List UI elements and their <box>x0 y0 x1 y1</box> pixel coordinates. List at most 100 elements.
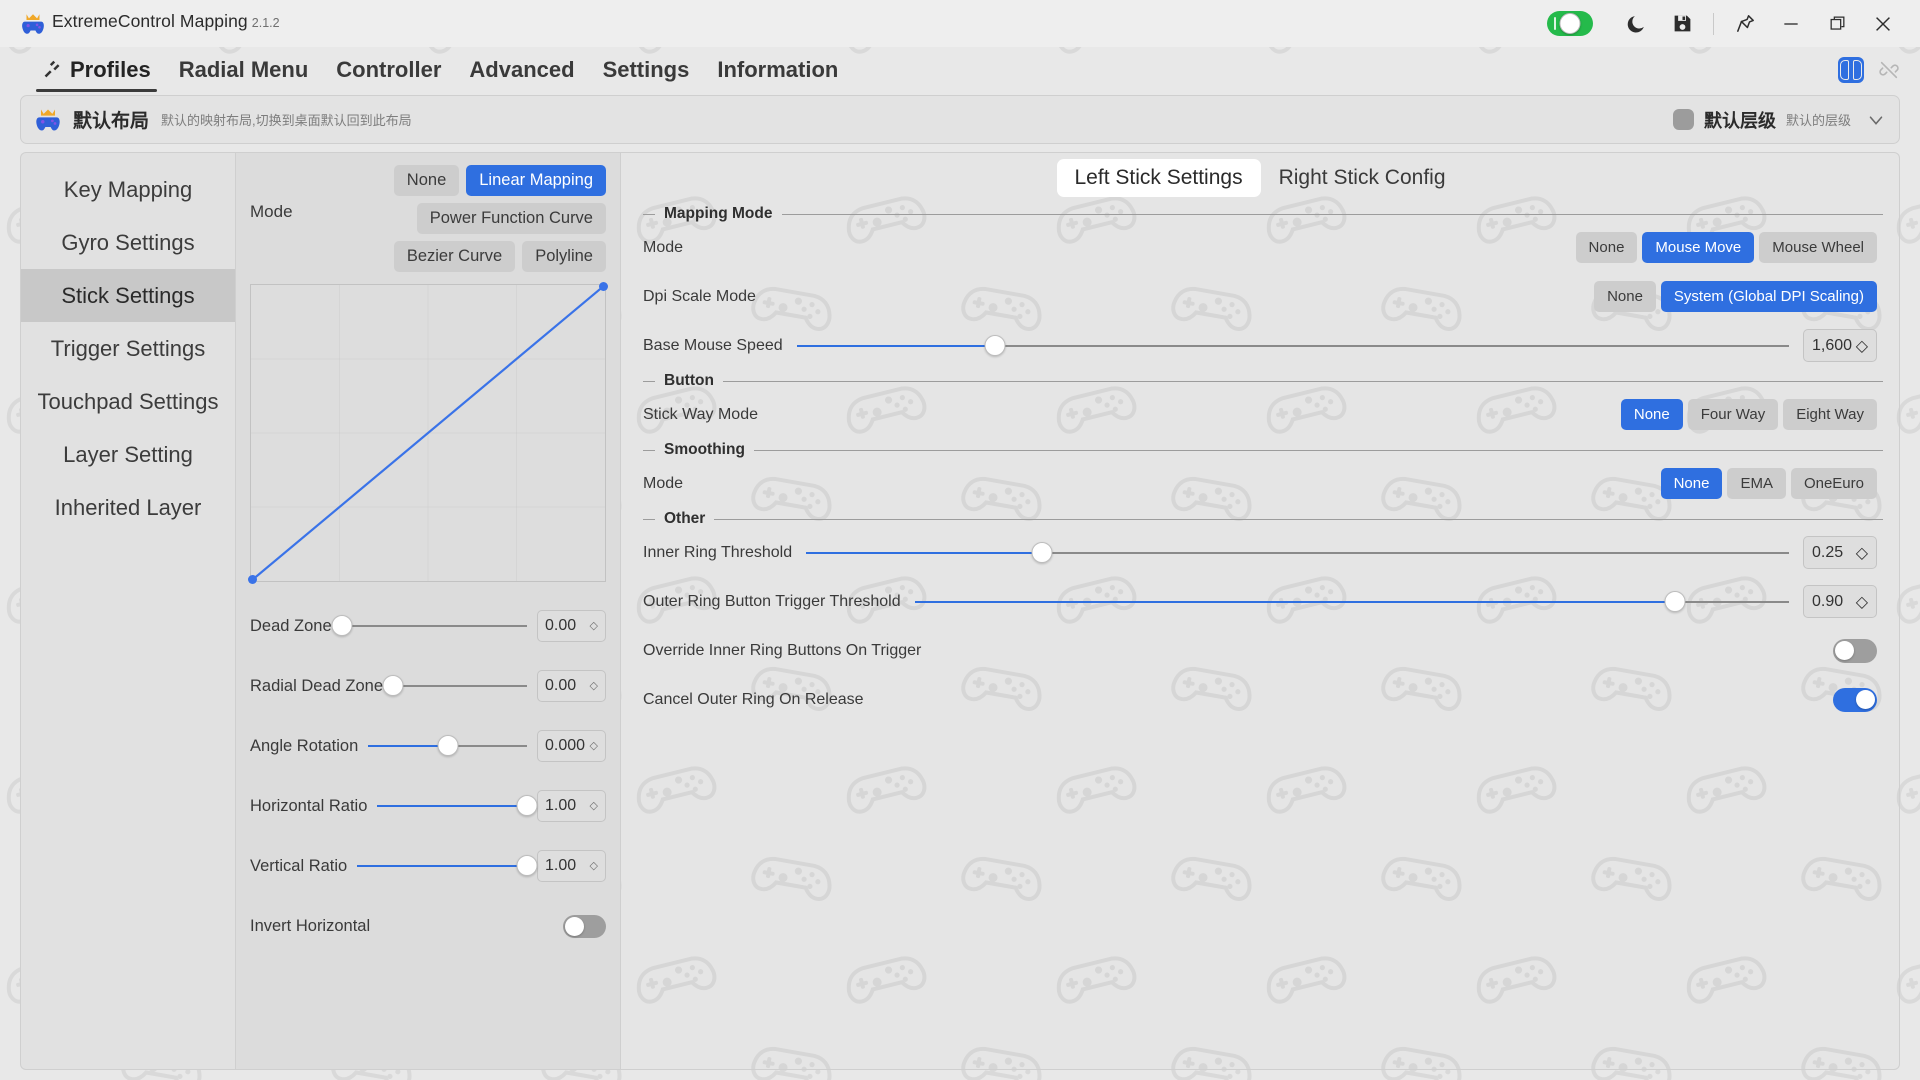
nav-item-settings[interactable]: Settings <box>589 47 704 92</box>
stepper-icon[interactable]: ◇ <box>589 679 598 692</box>
dead-zone-value[interactable]: 0.00 ◇ <box>537 610 606 642</box>
title-bar: ExtremeControl Mapping 2.1.2 <box>0 0 1920 47</box>
tab-right-stick-config[interactable]: Right Stick Config <box>1278 166 1446 189</box>
smoothing-mode-oneeuro[interactable]: OneEuro <box>1790 468 1877 499</box>
curve-mode-bezier-curve[interactable]: Bezier Curve <box>393 241 516 272</box>
curve-mode-power-function-curve[interactable]: Power Function Curve <box>416 203 606 234</box>
dead-zone-slider[interactable] <box>331 615 527 637</box>
field-label: Mode <box>643 238 684 256</box>
close-button[interactable] <box>1860 4 1906 44</box>
sidebar-item-key-mapping[interactable]: Key Mapping <box>21 163 235 216</box>
stepper-icon[interactable]: ◇ <box>589 739 598 752</box>
stick-way-mode-four-way[interactable]: Four Way <box>1687 399 1779 430</box>
sidebar-item-trigger-settings[interactable]: Trigger Settings <box>21 322 235 375</box>
invert-horizontal-toggle[interactable] <box>563 914 606 938</box>
stick-way-mode-segmented: None Four Way Eight Way <box>1620 399 1877 430</box>
curve-mode-none[interactable]: None <box>393 165 460 196</box>
horizontal-ratio-slider[interactable] <box>377 795 538 817</box>
enable-mapping-toggle[interactable] <box>1547 11 1593 36</box>
numeric-value: 0.00 <box>545 617 577 634</box>
radial-dead-zone-slider[interactable] <box>382 675 527 697</box>
smoothing-mode-segmented: None EMA OneEuro <box>1660 468 1877 499</box>
link-off-icon[interactable] <box>1878 59 1900 81</box>
radial-dead-zone-value[interactable]: 0.00 ◇ <box>537 670 606 702</box>
sidebar-item-touchpad-settings[interactable]: Touchpad Settings <box>21 375 235 428</box>
curve-mode-polyline[interactable]: Polyline <box>522 241 606 272</box>
slider-label: Invert Horizontal <box>250 916 371 935</box>
slider-label: Angle Rotation <box>250 736 359 755</box>
switch-controller-icon[interactable] <box>1838 56 1864 83</box>
outer-ring-threshold-slider[interactable] <box>914 590 1789 613</box>
section-legend-other: Other <box>637 510 1883 528</box>
smoothing-mode-ema[interactable]: EMA <box>1727 468 1786 499</box>
profile-title: 默认布局 <box>73 111 150 132</box>
stick-way-mode-eight-way[interactable]: Eight Way <box>1783 399 1877 430</box>
sidebar-item-layer-setting[interactable]: Layer Setting <box>21 428 235 481</box>
mapping-mode-mouse-wheel[interactable]: Mouse Wheel <box>1759 232 1877 263</box>
stepper-icon[interactable]: ◇ <box>1855 337 1868 355</box>
curve-endpoint-start[interactable] <box>248 575 257 584</box>
sidebar-item-inherited-layer[interactable]: Inherited Layer <box>21 481 235 534</box>
pin-window-button[interactable] <box>1722 4 1768 44</box>
angle-rotation-value[interactable]: 0.000 ◇ <box>537 730 606 762</box>
theme-toggle-button[interactable] <box>1613 4 1659 44</box>
legend-text: Smoothing <box>664 441 745 458</box>
stepper-icon[interactable]: ◇ <box>589 799 598 812</box>
outer-ring-threshold-value[interactable]: 0.90 ◇ <box>1803 585 1877 618</box>
nav-item-advanced[interactable]: Advanced <box>455 47 588 92</box>
smoothing-mode-none[interactable]: None <box>1660 468 1723 499</box>
sidebar-label: Layer Setting <box>63 441 193 467</box>
stick-way-mode-none[interactable]: None <box>1620 399 1683 430</box>
nav-item-radial-menu[interactable]: Radial Menu <box>165 47 323 92</box>
base-mouse-speed-slider[interactable] <box>796 334 1789 357</box>
nav-item-information[interactable]: Information <box>703 47 852 92</box>
tab-left-stick-settings[interactable]: Left Stick Settings <box>1056 159 1261 197</box>
response-curve-graph[interactable] <box>248 282 608 584</box>
inner-ring-threshold-slider[interactable] <box>806 541 1789 564</box>
vertical-ratio-slider[interactable] <box>357 855 538 877</box>
stepper-icon[interactable]: ◇ <box>1855 544 1868 562</box>
main-nav: Profiles Radial Menu Controller Advanced… <box>0 47 1920 92</box>
base-mouse-speed-value[interactable]: 1,600 ◇ <box>1803 329 1877 362</box>
maximize-button[interactable] <box>1814 4 1860 44</box>
nav-item-profiles[interactable]: Profiles <box>28 47 165 92</box>
mapping-mode-none[interactable]: None <box>1575 232 1638 263</box>
field-label: Outer Ring Button Trigger Threshold <box>643 592 901 610</box>
row-mapping-mode: Mode None Mouse Move Mouse Wheel <box>637 223 1883 272</box>
sidebar-item-stick-settings[interactable]: Stick Settings <box>21 269 235 322</box>
minimize-button[interactable] <box>1768 4 1814 44</box>
cancel-outer-ring-toggle[interactable] <box>1833 687 1877 712</box>
stick-settings-panel: Left Stick Settings Right Stick Config M… <box>621 152 1900 1070</box>
override-inner-ring-toggle[interactable] <box>1833 638 1877 663</box>
inner-ring-threshold-value[interactable]: 0.25 ◇ <box>1803 536 1877 569</box>
dpi-scale-mode-system[interactable]: System (Global DPI Scaling) <box>1660 281 1877 312</box>
sidebar-item-gyro-settings[interactable]: Gyro Settings <box>21 216 235 269</box>
curve-mode-linear-mapping[interactable]: Linear Mapping <box>466 165 606 196</box>
nav-label-information: Information <box>717 56 839 82</box>
nav-label-advanced: Advanced <box>469 56 575 82</box>
layer-title: 默认层级 <box>1703 110 1776 131</box>
curve-slider-list: Dead Zone 0.00 ◇ Radial Dead Zone <box>250 596 606 956</box>
stepper-icon[interactable]: ◇ <box>589 619 598 632</box>
curve-endpoint-end[interactable] <box>599 282 608 291</box>
profile-bar[interactable]: 默认布局 默认的映射布局,切换到桌面默认回到此布局 默认层级 默认的层级 <box>20 95 1900 144</box>
curve-mode-options: None Linear Mapping Power Function Curve… <box>303 165 606 272</box>
numeric-value: 0.90 <box>1812 592 1844 610</box>
field-label: Inner Ring Threshold <box>643 543 793 561</box>
slider-row-angle-rotation: Angle Rotation 0.000 ◇ <box>250 716 606 776</box>
row-stick-way-mode: Stick Way Mode None Four Way Eight Way <box>637 390 1883 439</box>
mapping-mode-mouse-move[interactable]: Mouse Move <box>1642 232 1755 263</box>
save-button[interactable] <box>1659 4 1705 44</box>
horizontal-ratio-value[interactable]: 1.00 ◇ <box>537 790 606 822</box>
nav-item-controller[interactable]: Controller <box>322 47 455 92</box>
layer-selector[interactable]: 默认层级 默认的层级 <box>1672 107 1887 133</box>
minimize-icon <box>1784 22 1798 25</box>
vertical-ratio-value[interactable]: 1.00 ◇ <box>537 850 606 882</box>
stepper-icon[interactable]: ◇ <box>589 859 598 872</box>
dpi-scale-mode-none[interactable]: None <box>1594 281 1656 312</box>
field-label: Override Inner Ring Buttons On Trigger <box>643 641 922 659</box>
numeric-value: 0.25 <box>1812 543 1844 561</box>
sidebar-label: Inherited Layer <box>54 494 202 520</box>
angle-rotation-slider[interactable] <box>368 735 527 757</box>
stepper-icon[interactable]: ◇ <box>1855 593 1868 611</box>
